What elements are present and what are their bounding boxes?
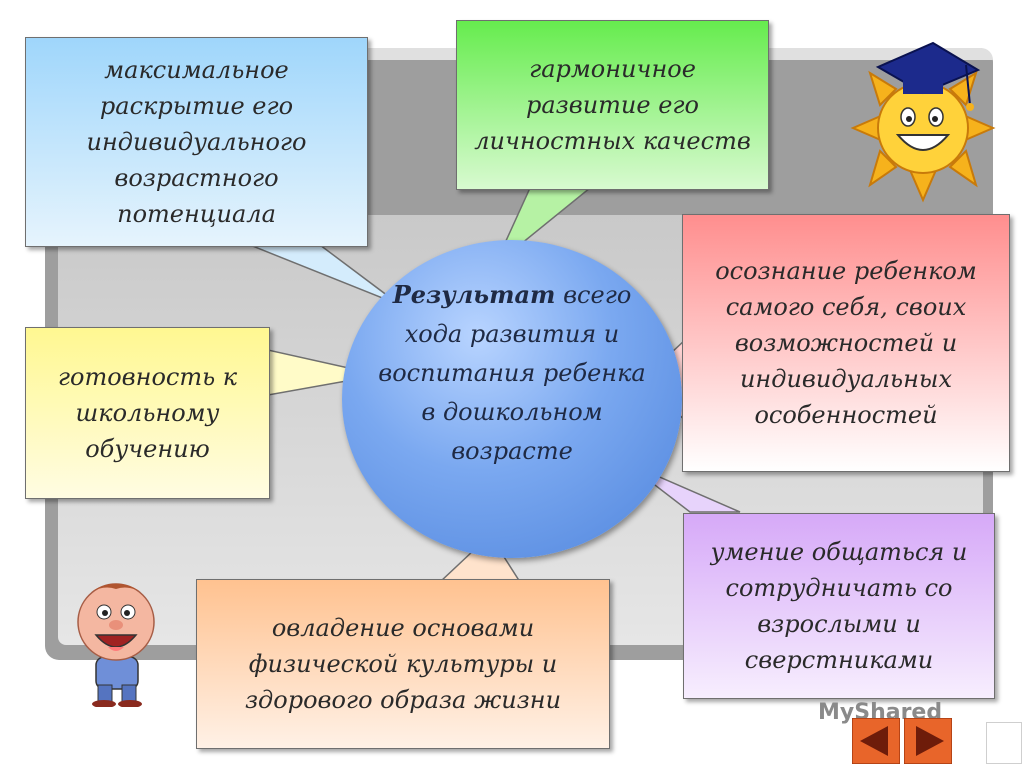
box-right-top-text: осознание ребенком самого себя, своих во… (715, 257, 977, 429)
box-left-middle-text: готовность к школьному обучению (57, 363, 238, 463)
sun-graduate-icon (850, 41, 996, 203)
box-right-top: осознание ребенком самого себя, своих во… (682, 214, 1010, 472)
center-rest: всего хода развития и воспитания ребенка… (378, 281, 646, 465)
boy-cartoon-icon (77, 583, 155, 707)
center-bold-word: Результат (392, 280, 556, 309)
box-top-left-text: максимальное раскрытие его индивидуально… (86, 56, 307, 228)
center-circle (342, 240, 682, 558)
arrow-left-icon[interactable] (852, 718, 900, 764)
box-right-bottom-text: умение общаться и сотрудничать со взросл… (710, 538, 968, 674)
center-text: Результат всего хода развития и воспитан… (372, 275, 652, 471)
box-right-bottom: умение общаться и сотрудничать со взросл… (683, 513, 995, 699)
box-left-middle: готовность к школьному обучению (25, 327, 270, 499)
nav-blank-slot (986, 722, 1022, 764)
box-top-center: гармоничное развитие его личностных каче… (456, 20, 769, 190)
box-bottom-center: овладение основами физической культуры и… (196, 579, 610, 749)
box-bottom-center-text: овладение основами физической культуры и… (244, 614, 562, 714)
box-top-left: максимальное раскрытие его индивидуально… (25, 37, 368, 247)
box-top-center-text: гармоничное развитие его личностных каче… (474, 55, 751, 155)
arrow-right-icon[interactable] (904, 718, 952, 764)
